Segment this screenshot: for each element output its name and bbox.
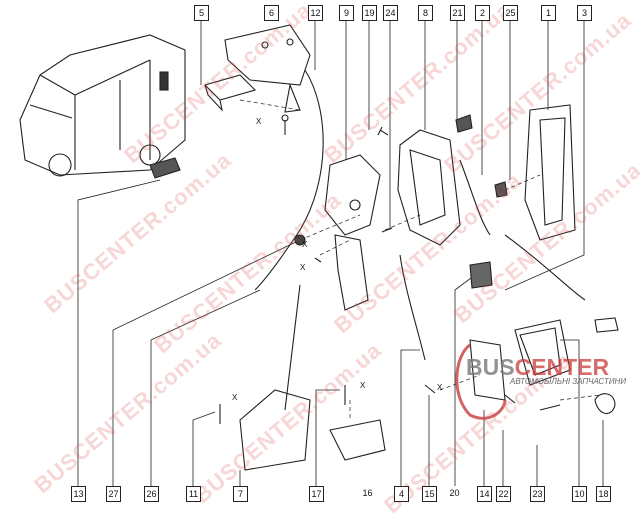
- part-number-callout: 5: [194, 5, 209, 21]
- buscenter-logo: BUSCENTER АВТОМОБІЛЬНІ ЗАПЧАСТИНИ: [466, 354, 626, 386]
- part-number-callout: 12: [308, 5, 323, 21]
- part-number-callout: 4: [394, 486, 409, 502]
- part-number-callout: 6: [264, 5, 279, 21]
- part-number-callout: 19: [362, 5, 377, 21]
- part-number-callout: 27: [106, 486, 121, 502]
- part-number-callout: 21: [450, 5, 465, 21]
- logo-name-suffix: CENTER: [514, 354, 610, 380]
- part-number-callout: 22: [496, 486, 511, 502]
- part-number-callout: 3: [577, 5, 592, 21]
- part-number-callout: 23: [530, 486, 545, 502]
- part-number-callout: 15: [422, 486, 437, 502]
- part-number-callout: 20: [449, 488, 460, 498]
- logo-tagline: АВТОМОБІЛЬНІ ЗАПЧАСТИНИ: [510, 377, 627, 386]
- annotation-marks: X X X X X X: [232, 117, 443, 402]
- part-number-callout: 2: [475, 5, 490, 21]
- part-number-callout: 7: [233, 486, 248, 502]
- line-art: [19, 20, 619, 486]
- part-number-callout: 10: [572, 486, 587, 502]
- part-number-callout: 18: [596, 486, 611, 502]
- part-number-callout: 14: [477, 486, 492, 502]
- part-number-callout: 26: [144, 486, 159, 502]
- part-number-callout: 24: [383, 5, 398, 21]
- logo-name-prefix: BUS: [466, 354, 515, 380]
- annotation-x: X: [232, 393, 238, 402]
- part-number-callout: 1: [541, 5, 556, 21]
- part-number-callout: 11: [186, 486, 201, 502]
- part-number-callout: 25: [503, 5, 518, 21]
- part-number-callout: 17: [309, 486, 324, 502]
- annotation-x: X: [360, 381, 366, 390]
- part-number-callout: 16: [362, 488, 373, 498]
- part-number-callout: 8: [418, 5, 433, 21]
- annotation-x: X: [437, 383, 443, 392]
- annotation-x: X: [300, 263, 306, 272]
- annotation-x: X: [256, 117, 262, 126]
- part-number-callout: 13: [71, 486, 86, 502]
- part-number-callout: 9: [339, 5, 354, 21]
- annotation-x: X: [302, 240, 308, 249]
- van-illustration: [19, 34, 186, 177]
